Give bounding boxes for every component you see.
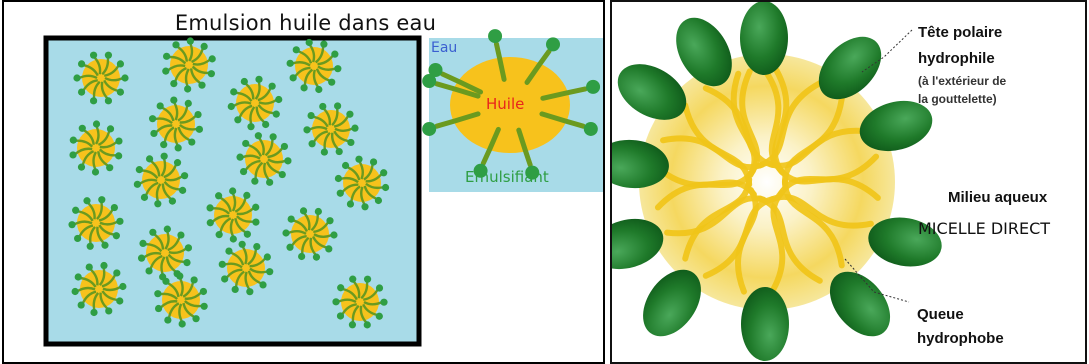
tail-label-line1: Queue	[917, 306, 964, 323]
polar-head	[740, 2, 788, 75]
head-label-line1: Tête polaire	[918, 24, 1002, 41]
medium-label: Milieu aqueux	[948, 189, 1047, 206]
emulsifier-head	[586, 80, 600, 94]
inset-oil-label: Huile	[486, 95, 524, 113]
tail-label-line2: hydrophobe	[917, 330, 1004, 347]
emulsifier-head	[546, 37, 560, 51]
micelle-diagram	[612, 2, 1087, 364]
micelle-panel: Tête polaire hydrophile (à l'extérieur d…	[610, 0, 1087, 364]
polar-head	[741, 287, 789, 361]
emulsifier-head	[422, 74, 436, 88]
emulsifier-head	[584, 122, 598, 136]
head-note-line2: la gouttelette)	[918, 92, 997, 106]
emulsifier-head	[422, 122, 436, 136]
head-label-line2: hydrophile	[918, 50, 995, 67]
inset-water-label: Eau	[431, 40, 457, 56]
inset-emulsifier-label: Emulsifiant	[465, 168, 549, 186]
emulsifier-head	[488, 29, 502, 43]
emulsion-panel: Emulsion huile dans eau Eau Huile Emulsi…	[2, 0, 605, 364]
micelle-label: MICELLE DIRECT	[918, 219, 1050, 238]
head-note-line1: (à l'extérieur de	[918, 74, 1006, 88]
